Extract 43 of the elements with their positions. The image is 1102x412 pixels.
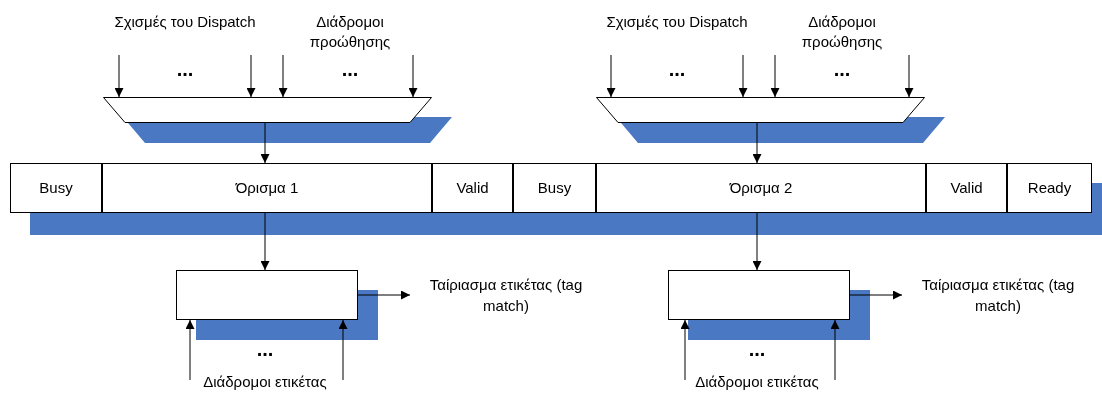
ellipsis-label: ... [175,58,195,80]
arrow [260,212,270,271]
field-cell: Όρισμα 1 [102,163,432,213]
output-label: Ταίριασμα ετικέτας (tag match) [410,273,602,317]
ellipsis-label: ... [340,58,360,80]
ellipsis-label: ... [832,58,852,80]
ellipsis-label: ... [255,338,275,360]
field-cell: Valid [432,163,513,213]
bus-label: Σχισμές του Dispatch [113,12,257,32]
bus-label: Διάδρομοι ετικέτας [202,372,328,392]
arrow [752,212,762,271]
multiplexer-trapezoid [596,97,925,123]
field-cell: Ready [1007,163,1092,213]
bus-label: Διάδρομοι προώθησης [308,12,392,52]
arrow [278,54,288,98]
ellipsis-label: ... [747,338,767,360]
field-cell: Όρισμα 2 [596,163,926,213]
arrow [338,319,348,381]
arrow [738,54,748,98]
bus-label: Διάδρομοι ετικέτας [694,372,820,392]
multiplexer-trapezoid [103,97,432,123]
ellipsis-label: ... [667,58,687,80]
arrow [680,319,690,381]
arrow [752,122,762,164]
field-cell: Busy [10,163,102,213]
arrow [606,54,616,98]
arrow [357,290,411,300]
arrow [114,54,124,98]
arrow [830,319,840,381]
arrow [770,54,780,98]
arrow [246,54,256,98]
output-label: Ταίριασμα ετικέτας (tag match) [902,273,1094,317]
arrow [185,319,195,381]
arrow [849,290,903,300]
bus-label: Σχισμές του Dispatch [605,12,749,32]
arrow [260,122,270,164]
comparator-box [176,270,358,320]
comparator-box [668,270,850,320]
field-cell: Busy [513,163,596,213]
arrow [904,54,914,98]
arrow [408,54,418,98]
bus-label: Διάδρομοι προώθησης [800,12,884,52]
field-cell: Valid [926,163,1007,213]
